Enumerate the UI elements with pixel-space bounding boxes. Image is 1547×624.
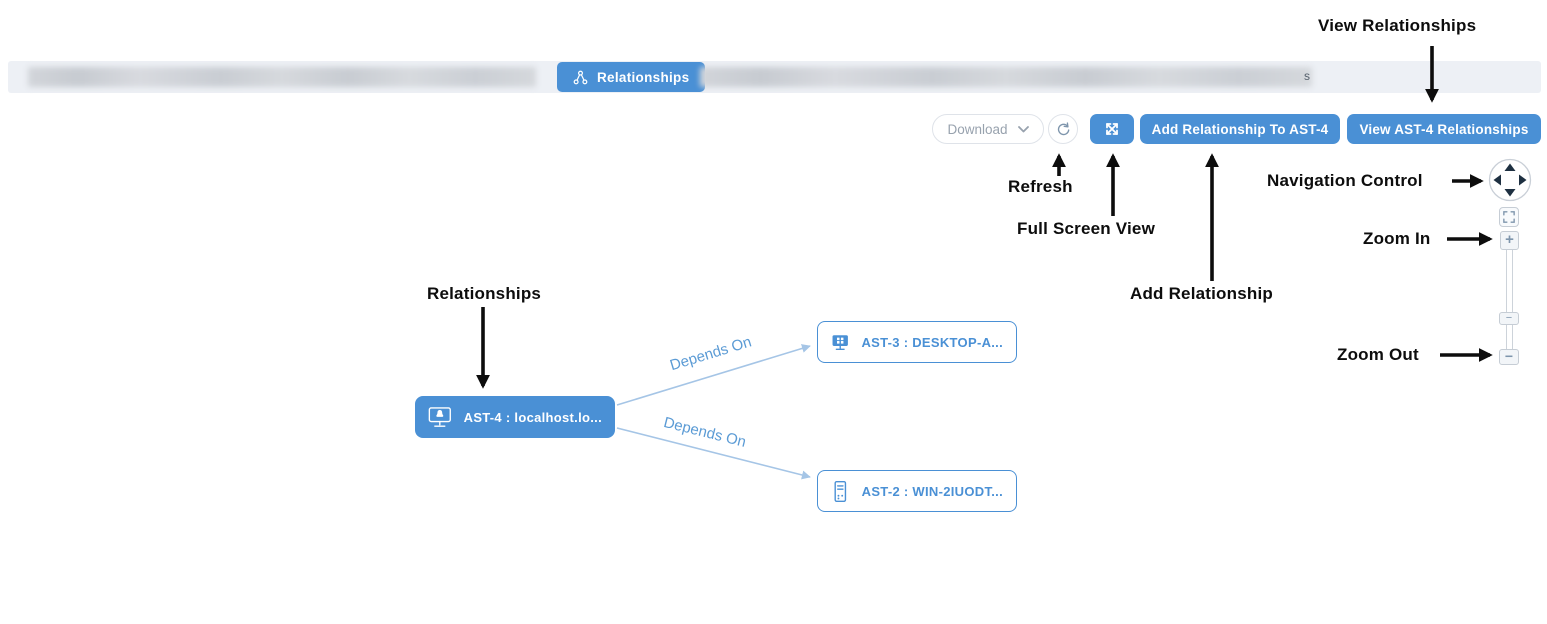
redacted-tabs-right [700,67,1312,87]
partial-tab-text: s [1304,69,1310,83]
pan-left-icon [1493,174,1501,186]
zoom-slider-handle[interactable]: − [1499,312,1519,325]
add-relationship-button[interactable]: Add Relationship To AST-4 [1140,114,1340,144]
annotation-zoom-out: Zoom Out [1337,345,1419,364]
tab-relationships-label: Relationships [597,69,690,85]
annotation-view-relationships: View Relationships [1318,16,1477,35]
annotation-zoom-in: Zoom In [1363,229,1431,248]
annotation-full-screen-view: Full Screen View [1017,219,1155,238]
node-ast4[interactable]: AST-4 : localhost.lo... [415,396,615,438]
annotation-navigation-control: Navigation Control [1267,171,1423,190]
chevron-down-icon [1017,125,1029,132]
zoom-slider-track[interactable] [1506,247,1513,354]
fit-to-view-button[interactable] [1499,207,1519,227]
annotation-relationships: Relationships [427,284,542,303]
fit-to-view-icon [1503,211,1515,223]
full-screen-icon [1106,123,1118,135]
node-ast3[interactable]: AST-3 : DESKTOP-A... [817,321,1017,363]
zoom-out-button[interactable]: − [1499,349,1519,365]
refresh-button[interactable] [1048,114,1078,144]
pan-down-icon [1504,189,1516,197]
node-ast2[interactable]: AST-2 : WIN-2IUODT... [817,470,1017,512]
view-relationships-label: View AST-4 Relationships [1359,121,1529,137]
server-icon [834,480,847,502]
node-ast2-label: AST-2 : WIN-2IUODT... [861,483,1003,499]
redacted-tabs-left [28,67,536,87]
navigation-control[interactable] [1488,158,1532,202]
annotation-add-relationship: Add Relationship [1130,284,1273,303]
annotation-refresh: Refresh [1008,177,1073,196]
refresh-icon [1057,121,1069,135]
download-label: Download [947,121,1008,137]
edge-label-depends-on-1: Depends On [668,333,754,375]
tab-bar: Relationships s [8,61,1541,93]
tab-relationships[interactable]: Relationships [557,62,706,92]
add-relationship-label: Add Relationship To AST-4 [1151,121,1329,137]
edge-label-depends-on-2: Depends On [661,414,748,451]
relationships-icon [573,70,588,84]
full-screen-button[interactable] [1090,114,1134,144]
pan-up-icon [1504,163,1516,171]
node-ast3-label: AST-3 : DESKTOP-A... [861,334,1003,350]
pan-right-icon [1519,174,1527,186]
view-relationships-button[interactable]: View AST-4 Relationships [1347,114,1541,144]
download-dropdown[interactable]: Download [932,114,1044,144]
linux-host-icon [428,406,451,427]
windows-desktop-icon [832,334,848,350]
node-ast4-label: AST-4 : localhost.lo... [463,409,602,425]
zoom-in-button[interactable]: + [1500,231,1519,250]
